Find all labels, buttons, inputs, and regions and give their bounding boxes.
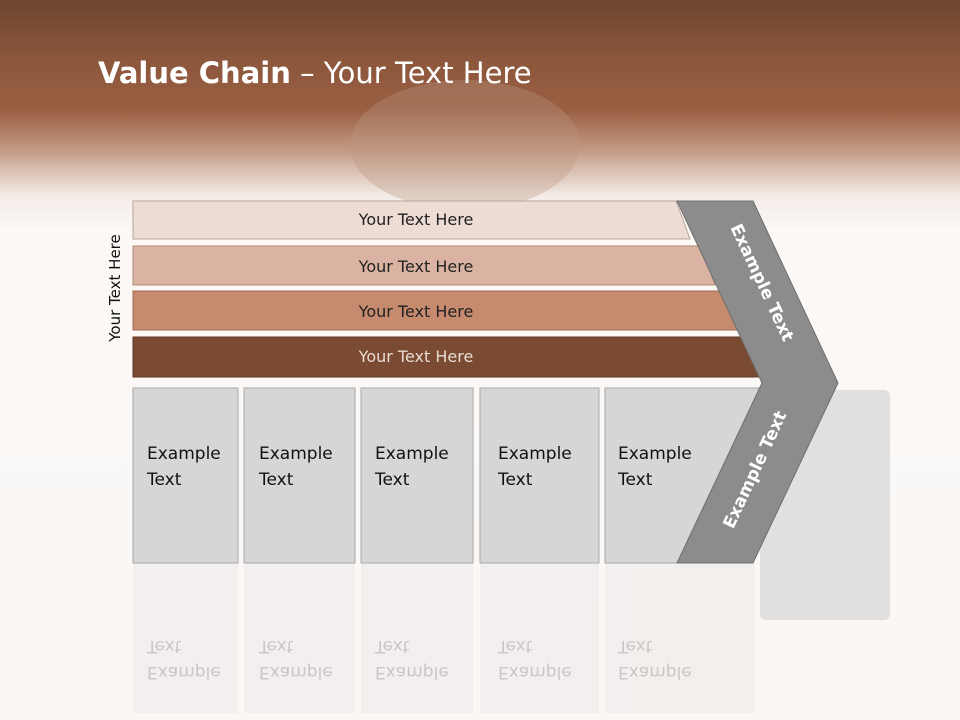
box-4-shape: [479, 387, 600, 564]
box-5: Example Text: [604, 387, 761, 564]
title-rest: – Your Text Here: [290, 56, 532, 90]
box-4-line2: Text: [497, 470, 533, 490]
box-1-line2: Text: [146, 470, 182, 490]
box-3-line2: Text: [374, 470, 410, 490]
reflection-box-1-line2: Text: [146, 636, 182, 656]
bar-2-shape: [132, 245, 716, 286]
box-2-shape: [243, 387, 356, 564]
bar-4: Your Text Here: [132, 336, 764, 378]
box-1-line1: Example: [147, 444, 221, 464]
box-2: Example Text: [243, 387, 356, 564]
reflection-box-3-line2: Text: [374, 636, 410, 656]
bar-4-label: Your Text Here: [358, 347, 474, 366]
bar-1-label: Your Text Here: [358, 210, 474, 229]
bar-3: Your Text Here: [132, 290, 740, 331]
reflection-box-3-line1: Example: [375, 662, 449, 682]
reflection-box-2-line1: Example: [259, 662, 333, 682]
reflection-box-2-line2: Text: [258, 636, 294, 656]
reflection: [133, 563, 755, 713]
reflection-box-5-line2: Text: [617, 636, 653, 656]
chevron-shape: [676, 200, 839, 564]
boxes-group: Example Text Example Text Example Text E…: [132, 387, 761, 564]
title-bold: Value Chain: [98, 56, 291, 90]
box-3-shape: [360, 387, 474, 564]
bar-3-label: Your Text Here: [358, 302, 474, 321]
box-3-line1: Example: [375, 444, 449, 464]
box-4-line1: Example: [498, 444, 572, 464]
reflection-box-5-line1: Example: [618, 662, 692, 682]
slide-title: Value Chain – Your Text Here: [98, 56, 532, 90]
bar-2: Your Text Here: [132, 245, 716, 286]
bar-1-shape: [132, 200, 691, 240]
box-3: Example Text: [360, 387, 474, 564]
box-2-line1: Example: [259, 444, 333, 464]
reflection-box-1-line1: Example: [147, 662, 221, 682]
bar-1: Your Text Here: [132, 200, 691, 240]
box-5-line2: Text: [617, 470, 653, 490]
box-5-line1: Example: [618, 444, 692, 464]
reflection-box-4-line1: Example: [498, 662, 572, 682]
bars-group: Your Text Here Your Text Here Your Text …: [132, 200, 764, 378]
box-4: Example Text: [479, 387, 600, 564]
text-reflection: Example Text Example Text Example Text E…: [146, 636, 692, 682]
bar-2-label: Your Text Here: [358, 257, 474, 276]
box-2-line2: Text: [258, 470, 294, 490]
background-figure-head: [350, 80, 580, 210]
reflection-box-4-line2: Text: [497, 636, 533, 656]
box-1: Example Text: [132, 387, 239, 564]
box-1-shape: [132, 387, 239, 564]
